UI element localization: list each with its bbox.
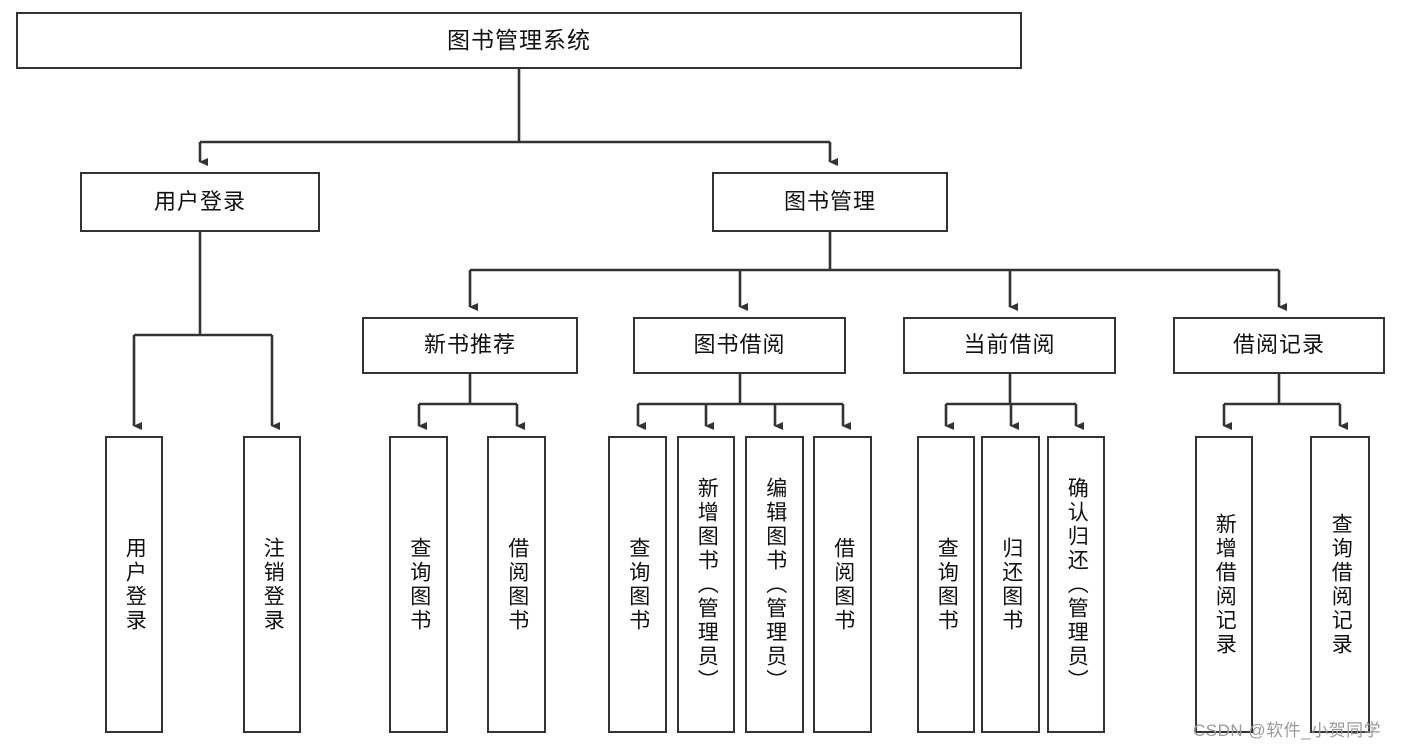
node-l3-c4[interactable]: 借阅图书 [813, 436, 872, 733]
node-l3-d3[interactable]: 确认归还（管理员） [1047, 436, 1105, 733]
node-l2-borrow-record[interactable]: 借阅记录 [1173, 317, 1385, 374]
node-l1-book-mgmt[interactable]: 图书管理 [712, 172, 948, 232]
node-l1-user-login[interactable]: 用户登录 [80, 172, 320, 232]
node-l3-d2[interactable]: 归还图书 [981, 436, 1040, 733]
node-l3-e1[interactable]: 新增借阅记录 [1195, 436, 1253, 733]
node-l3-c3[interactable]: 编辑图书（管理员） [745, 436, 804, 733]
node-l3-c2[interactable]: 新增图书（管理员） [677, 436, 735, 733]
node-l3-b1[interactable]: 查询图书 [389, 436, 448, 733]
csdn-watermark: CSDN @软件_小贺同学 [1193, 721, 1382, 740]
node-l2-current-borrow[interactable]: 当前借阅 [903, 317, 1116, 374]
node-l3-a2[interactable]: 注销登录 [243, 436, 301, 733]
node-l3-d1[interactable]: 查询图书 [917, 436, 975, 733]
node-l3-e2[interactable]: 查询借阅记录 [1310, 436, 1370, 733]
node-l2-new-book-rec[interactable]: 新书推荐 [362, 317, 578, 374]
node-l3-b2[interactable]: 借阅图书 [487, 436, 546, 733]
node-l3-a1[interactable]: 用户登录 [105, 436, 163, 733]
node-l3-c1[interactable]: 查询图书 [608, 436, 667, 733]
node-l2-book-borrow[interactable]: 图书借阅 [633, 317, 846, 374]
node-root[interactable]: 图书管理系统 [16, 12, 1022, 69]
